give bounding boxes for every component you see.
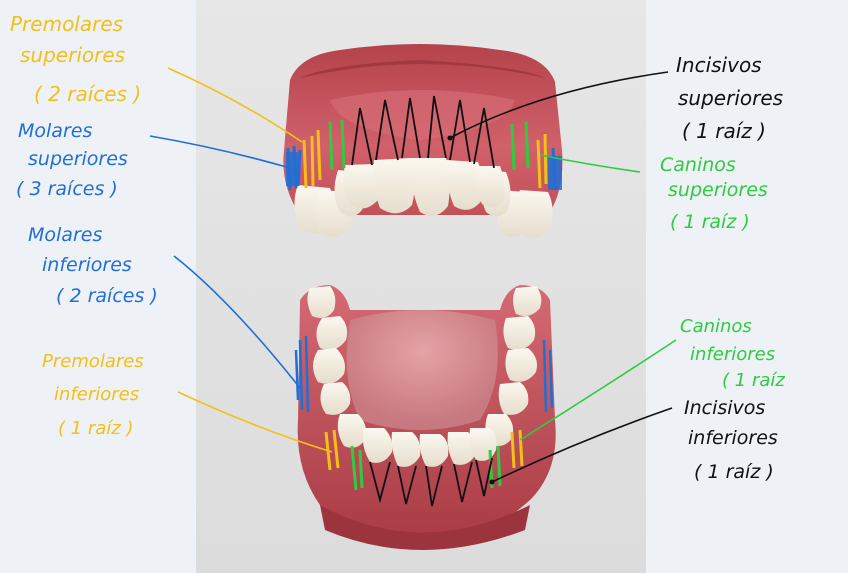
label-line: ( 3 raíces )	[16, 178, 118, 200]
label-line: superiores	[668, 179, 768, 201]
label-line: superiores	[28, 148, 128, 170]
label-line: ( 2 raíces )	[34, 82, 141, 106]
label-line: superiores	[678, 86, 783, 110]
label-line: Incisivos	[676, 53, 762, 77]
leader-lines	[149, 67, 677, 485]
label-line: inferiores	[688, 427, 778, 449]
label-incisivos-superiores: Incisivos superiores ( 1 raíz )	[676, 53, 783, 143]
label-line: superiores	[20, 43, 125, 67]
label-line: Caninos	[660, 154, 736, 176]
label-line: Molares	[18, 120, 92, 142]
label-line: Premolares	[42, 351, 144, 372]
label-line: ( 2 raíces )	[56, 285, 158, 307]
label-caninos-superiores: Caninos superiores ( 1 raíz )	[660, 154, 768, 233]
label-line: Caninos	[680, 316, 752, 337]
label-line: Molares	[28, 224, 102, 246]
label-line: ( 1 raíz	[722, 370, 785, 391]
label-line: Premolares	[10, 12, 123, 36]
label-molares-inferiores: Molares inferiores ( 2 raíces )	[28, 224, 158, 307]
label-line: inferiores	[54, 384, 139, 405]
label-line: ( 1 raíz )	[670, 211, 750, 233]
label-molares-superiores: Molares superiores ( 3 raíces )	[16, 120, 128, 200]
label-caninos-inferiores: Caninos inferiores ( 1 raíz	[680, 316, 785, 391]
label-line: Incisivos	[684, 397, 765, 419]
label-line: inferiores	[42, 254, 132, 276]
lower-jaw	[294, 285, 556, 550]
label-premolares-superiores: Premolares superiores ( 2 raíces )	[10, 12, 141, 106]
label-line: ( 1 raíz )	[682, 119, 766, 143]
upper-jaw	[283, 44, 563, 239]
label-line: ( 1 raíz )	[58, 418, 134, 439]
label-line: inferiores	[690, 344, 775, 365]
label-line: ( 1 raíz )	[694, 461, 774, 483]
label-incisivos-inferiores: Incisivos inferiores ( 1 raíz )	[684, 397, 778, 483]
label-premolares-inferiores: Premolares inferiores ( 1 raíz )	[42, 351, 144, 439]
